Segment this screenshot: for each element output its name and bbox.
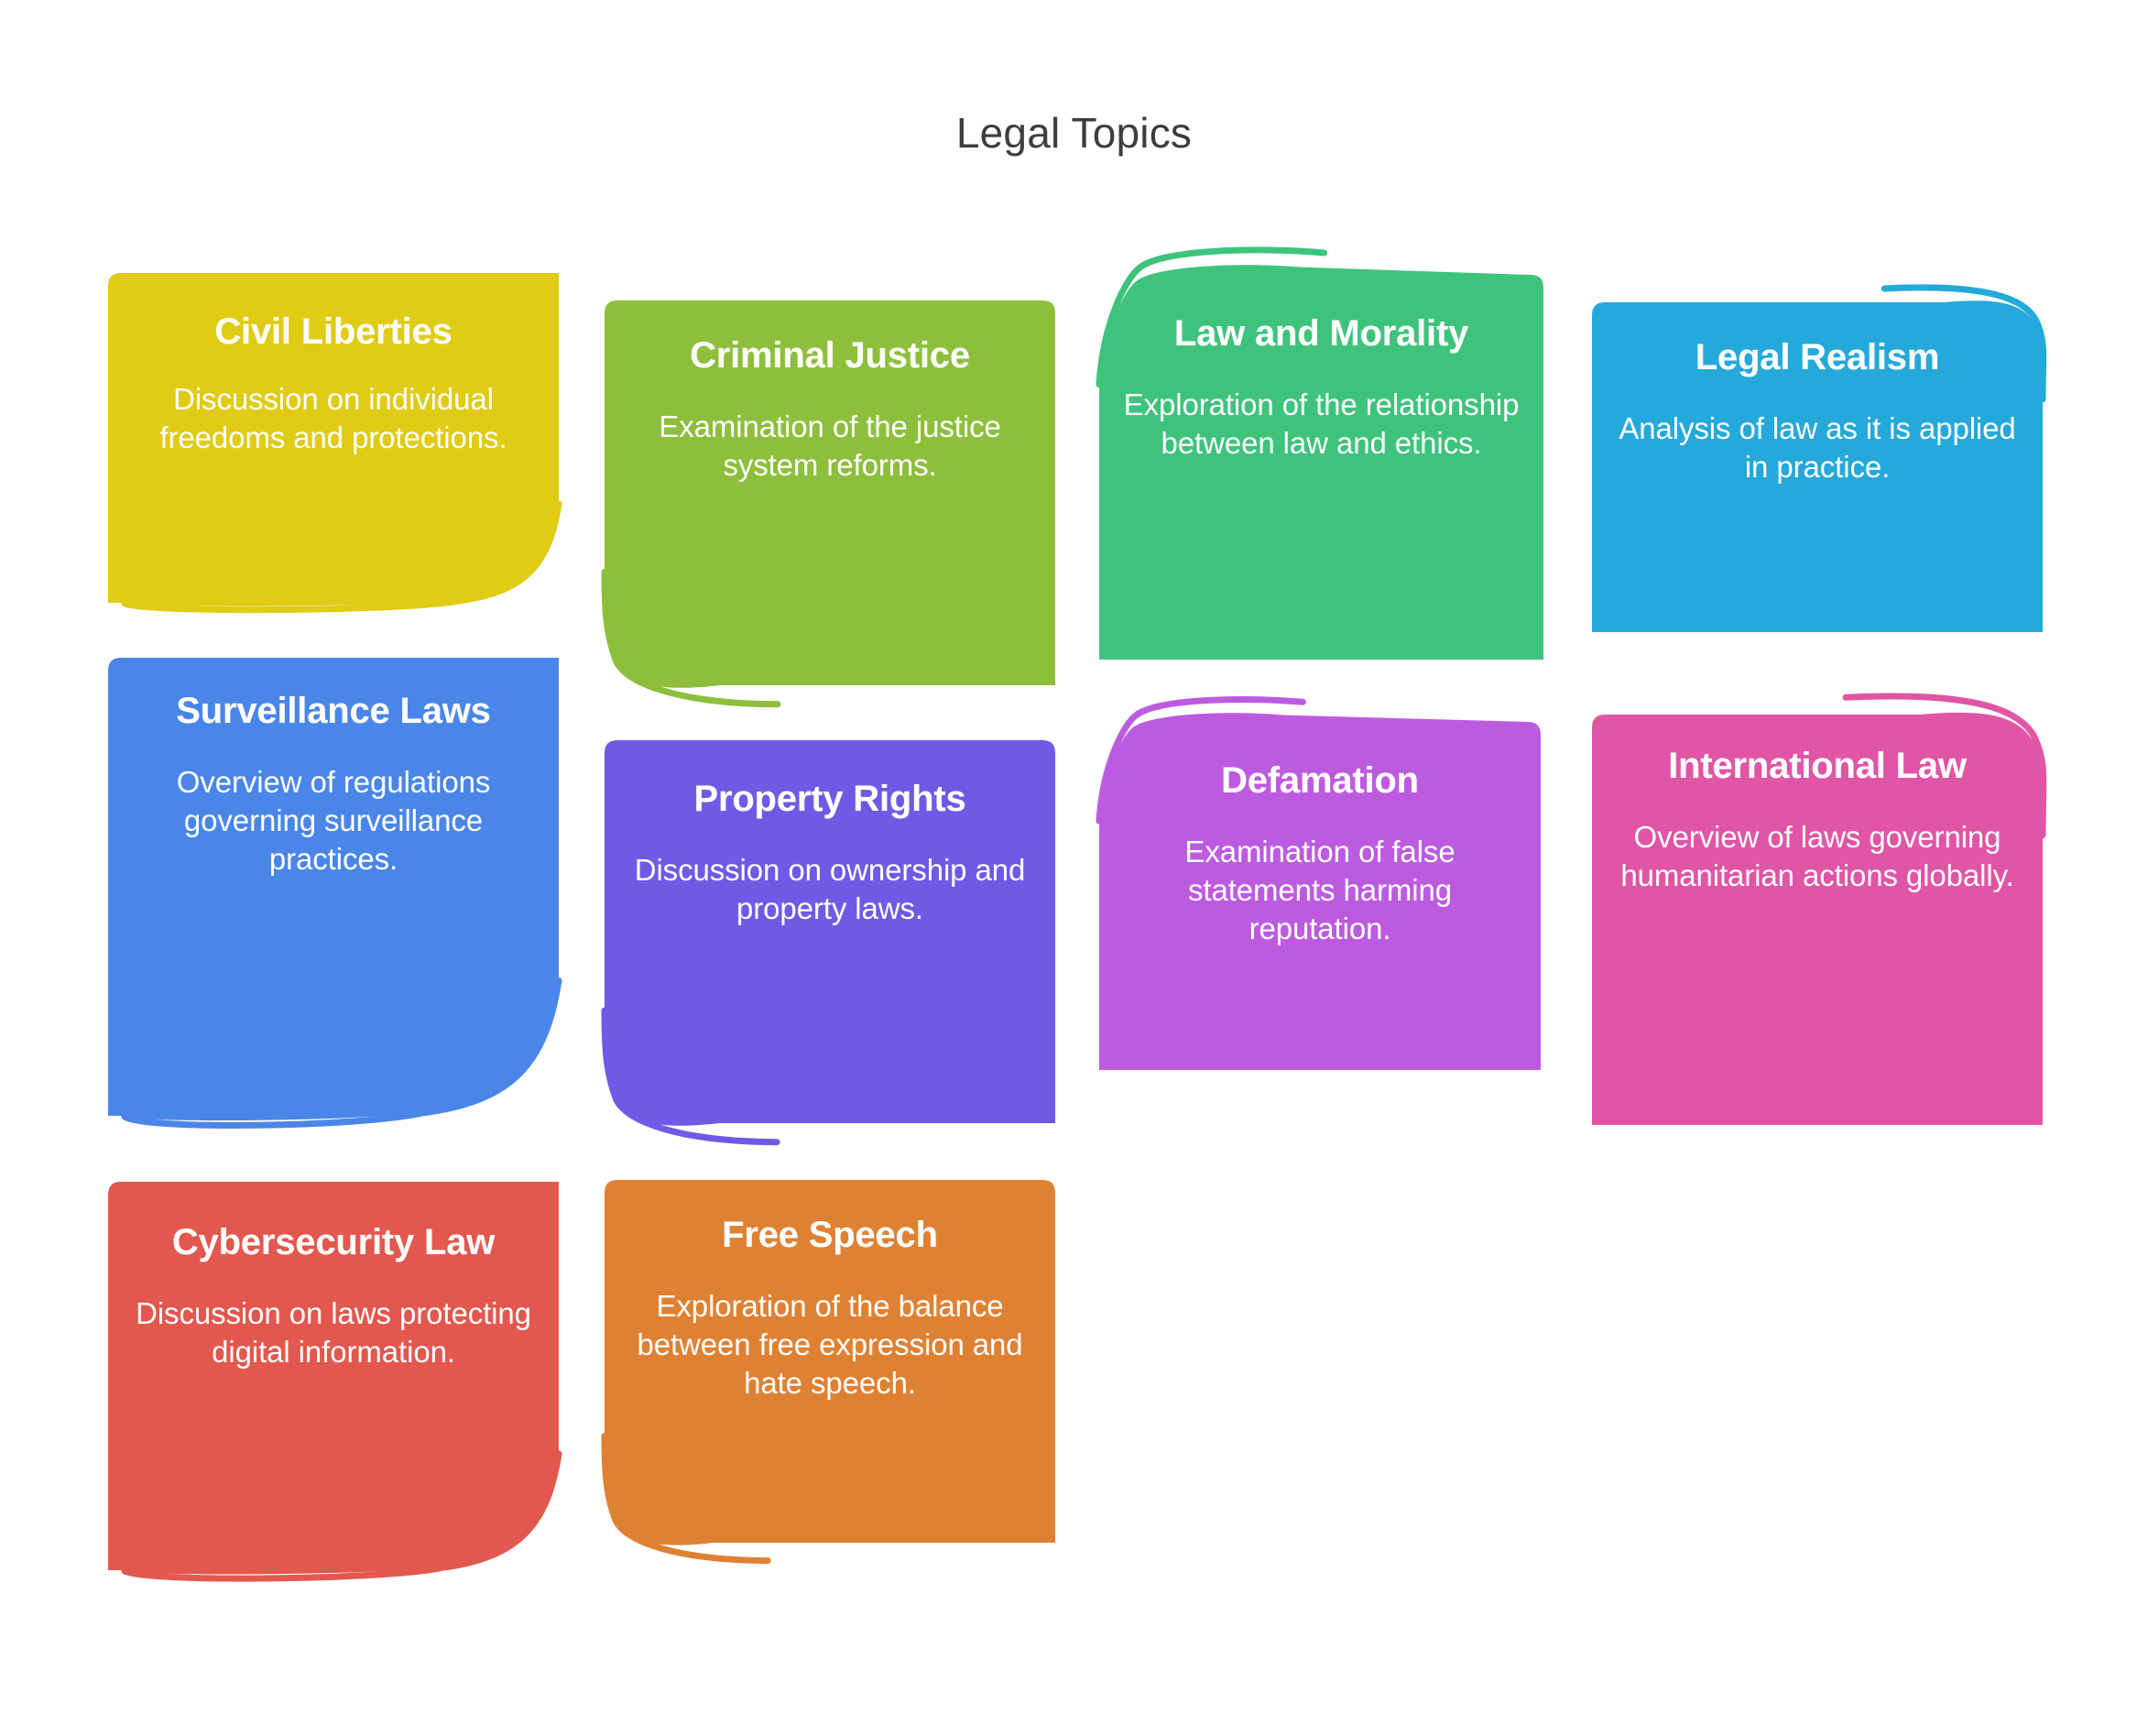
card-description: Exploration of the relationship between … — [1123, 387, 1520, 461]
card-content: Cybersecurity Law Discussion on laws pro… — [108, 1182, 559, 1570]
card-content: Law and Morality Exploration of the rela… — [1099, 275, 1543, 660]
topic-card[interactable]: Surveillance Laws Overview of regulation… — [108, 658, 562, 1130]
card-background-shape — [108, 658, 562, 1130]
card-title: Cybersecurity Law — [171, 1222, 496, 1262]
card-title: International Law — [1668, 746, 1967, 786]
topic-card[interactable]: Property Rights Discussion on ownership … — [601, 740, 1055, 1146]
card-description: Examination of the justice system reform… — [659, 409, 1001, 483]
card-content: Criminal Justice Examination of the just… — [605, 300, 1055, 685]
topic-card[interactable]: Law and Morality Exploration of the rela… — [1096, 246, 1543, 660]
card-description: Discussion on ownership and property law… — [634, 852, 1026, 926]
page-title: Legal Topics — [955, 109, 1193, 157]
card-background-shape — [601, 300, 1055, 708]
card-content: International Law Overview of laws gover… — [1592, 715, 2043, 1125]
card-title: Criminal Justice — [690, 335, 970, 376]
topic-card[interactable]: Defamation Examination of false statemen… — [1096, 696, 1541, 1070]
card-background-shape — [108, 1182, 562, 1582]
card-background-shape — [601, 740, 1055, 1146]
card-content: Property Rights Discussion on ownership … — [605, 740, 1055, 1123]
card-content: Legal Realism Analysis of law as it is a… — [1592, 302, 2043, 632]
card-content: Defamation Examination of false statemen… — [1099, 722, 1541, 1070]
card-content: Civil Liberties Discussion on individual… — [108, 273, 559, 603]
card-title: Civil Liberties — [214, 311, 452, 352]
card-title: Legal Realism — [1695, 337, 1940, 377]
card-description: Examination of false statements harming … — [1184, 834, 1456, 946]
topic-card[interactable]: Criminal Justice Examination of the just… — [601, 300, 1055, 708]
card-title: Property Rights — [693, 779, 966, 819]
card-description: Overview of regulations governing survei… — [176, 764, 491, 877]
topic-card[interactable]: Legal Realism Analysis of law as it is a… — [1592, 284, 2047, 632]
card-title: Free Speech — [722, 1215, 938, 1255]
card-background-shape — [108, 273, 562, 614]
card-content: Surveillance Laws Overview of regulation… — [108, 658, 559, 1116]
card-background-shape — [1592, 284, 2047, 632]
topic-card[interactable]: Free Speech Exploration of the balance b… — [601, 1180, 1055, 1565]
card-description: Overview of laws governing humanitarian … — [1620, 819, 2014, 893]
card-description: Discussion on laws protecting digital in… — [136, 1295, 531, 1370]
card-description: Exploration of the balance between free … — [637, 1288, 1023, 1401]
card-background-shape — [1096, 246, 1543, 660]
topic-card[interactable]: International Law Overview of laws gover… — [1592, 693, 2047, 1125]
card-content: Free Speech Exploration of the balance b… — [605, 1180, 1055, 1543]
topic-card[interactable]: Civil Liberties Discussion on individual… — [108, 273, 562, 614]
card-title: Defamation — [1221, 760, 1419, 801]
card-title: Surveillance Laws — [176, 691, 491, 731]
topic-card[interactable]: Cybersecurity Law Discussion on laws pro… — [108, 1182, 562, 1582]
card-background-shape — [601, 1180, 1055, 1565]
card-background-shape — [1592, 693, 2047, 1125]
card-description: Discussion on individual freedoms and pr… — [159, 381, 507, 455]
card-background-shape — [1096, 696, 1541, 1070]
card-title: Law and Morality — [1173, 313, 1469, 354]
card-description: Analysis of law as it is applied in prac… — [1619, 410, 2016, 485]
